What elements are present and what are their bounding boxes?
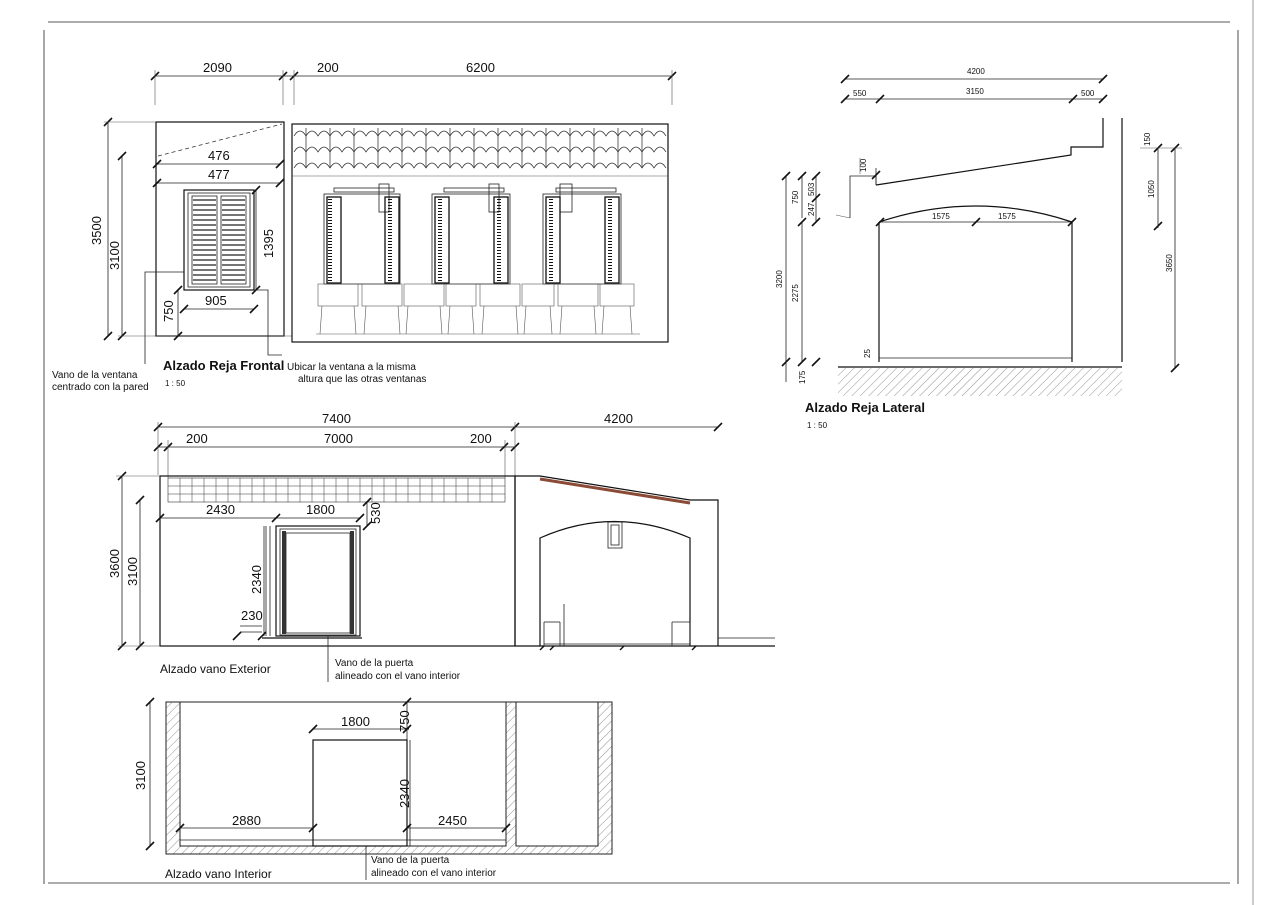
dim-750-lat: 750	[791, 190, 800, 204]
dim-477: 477	[208, 167, 230, 182]
dim-750: 750	[161, 300, 176, 322]
dim-1395: 1395	[261, 229, 276, 258]
title-lateral: Alzado Reja Lateral	[805, 400, 925, 415]
dim-200-r: 200	[470, 431, 492, 446]
dim-3100-int: 3100	[133, 761, 148, 790]
dim-230: 230	[241, 608, 263, 623]
interior-elevation: 1800 750 2340 2880 2450 3100 Vano de la …	[133, 697, 613, 881]
dim-2340-ext: 2340	[249, 565, 264, 594]
note-int-1: Vano de la puerta	[371, 855, 450, 866]
dim-200-l: 200	[186, 431, 208, 446]
dim-1575-l: 1575	[932, 212, 950, 221]
title-interior: Alzado vano Interior	[165, 867, 272, 881]
dim-530: 530	[368, 502, 383, 524]
dim-2275: 2275	[791, 284, 800, 302]
furniture	[316, 283, 640, 335]
dim-4200: 4200	[604, 411, 633, 426]
dim-3200: 3200	[775, 270, 784, 288]
exterior-elevation: 7400 4200 200 7000 200 3600 3100	[107, 411, 775, 682]
note-right-1: Ubicar la ventana a la misma	[287, 362, 416, 373]
dim-1800-ext: 1800	[306, 502, 335, 517]
dim-247: 247	[807, 202, 816, 216]
note-int-2: alineado con el vano interior	[371, 868, 497, 879]
dim-550: 550	[853, 89, 867, 98]
title-frontal: Alzado Reja Frontal	[163, 358, 284, 373]
dim-3100: 3100	[107, 241, 122, 270]
dim-7000: 7000	[324, 431, 353, 446]
dim-3650: 3650	[1165, 254, 1174, 272]
frontal-elevation: 2090 200 6200 3500 3100 476 477	[52, 60, 677, 393]
dim-3500: 3500	[89, 216, 104, 245]
title-exterior: Alzado vano Exterior	[160, 662, 271, 676]
dim-175: 175	[798, 370, 807, 384]
dim-1050: 1050	[1147, 180, 1156, 198]
scale-frontal: 1 : 50	[165, 379, 186, 388]
dim-7400: 7400	[322, 411, 351, 426]
dim-1800-int: 1800	[341, 714, 370, 729]
dim-2450: 2450	[438, 813, 467, 828]
dim-905: 905	[205, 293, 227, 308]
dim-503: 503	[807, 182, 816, 196]
dim-3150: 3150	[966, 87, 984, 96]
scale-lateral: 1 : 50	[807, 421, 828, 430]
lateral-elevation: 4200 550 3150 500 1575 1575 100	[775, 67, 1182, 430]
window-bays	[323, 183, 622, 285]
note-ext-1: Vano de la puerta	[335, 658, 414, 669]
dim-200: 200	[317, 60, 339, 75]
note-right-2: altura que las otras ventanas	[298, 374, 426, 385]
dim-2430: 2430	[206, 502, 235, 517]
dim-476: 476	[208, 148, 230, 163]
dim-100: 100	[859, 158, 868, 172]
dim-6200: 6200	[466, 60, 495, 75]
note-left-1: Vano de la ventana	[52, 370, 138, 381]
dim-2880: 2880	[232, 813, 261, 828]
dim-3100-ext: 3100	[125, 557, 140, 586]
note-left-2: centrado con la pared	[52, 382, 149, 393]
dim-25: 25	[863, 349, 872, 358]
dim-3600: 3600	[107, 549, 122, 578]
dim-750-int: 750	[397, 710, 412, 732]
dim-1575-r: 1575	[998, 212, 1016, 221]
dim-2090: 2090	[203, 60, 232, 75]
dim-4200-top: 4200	[967, 67, 985, 76]
dim-500: 500	[1081, 89, 1095, 98]
dim-2340-int: 2340	[397, 779, 412, 808]
sheet-frame	[43, 0, 1254, 905]
note-ext-2: alineado con el vano interior	[335, 671, 461, 682]
dim-150: 150	[1143, 132, 1152, 146]
